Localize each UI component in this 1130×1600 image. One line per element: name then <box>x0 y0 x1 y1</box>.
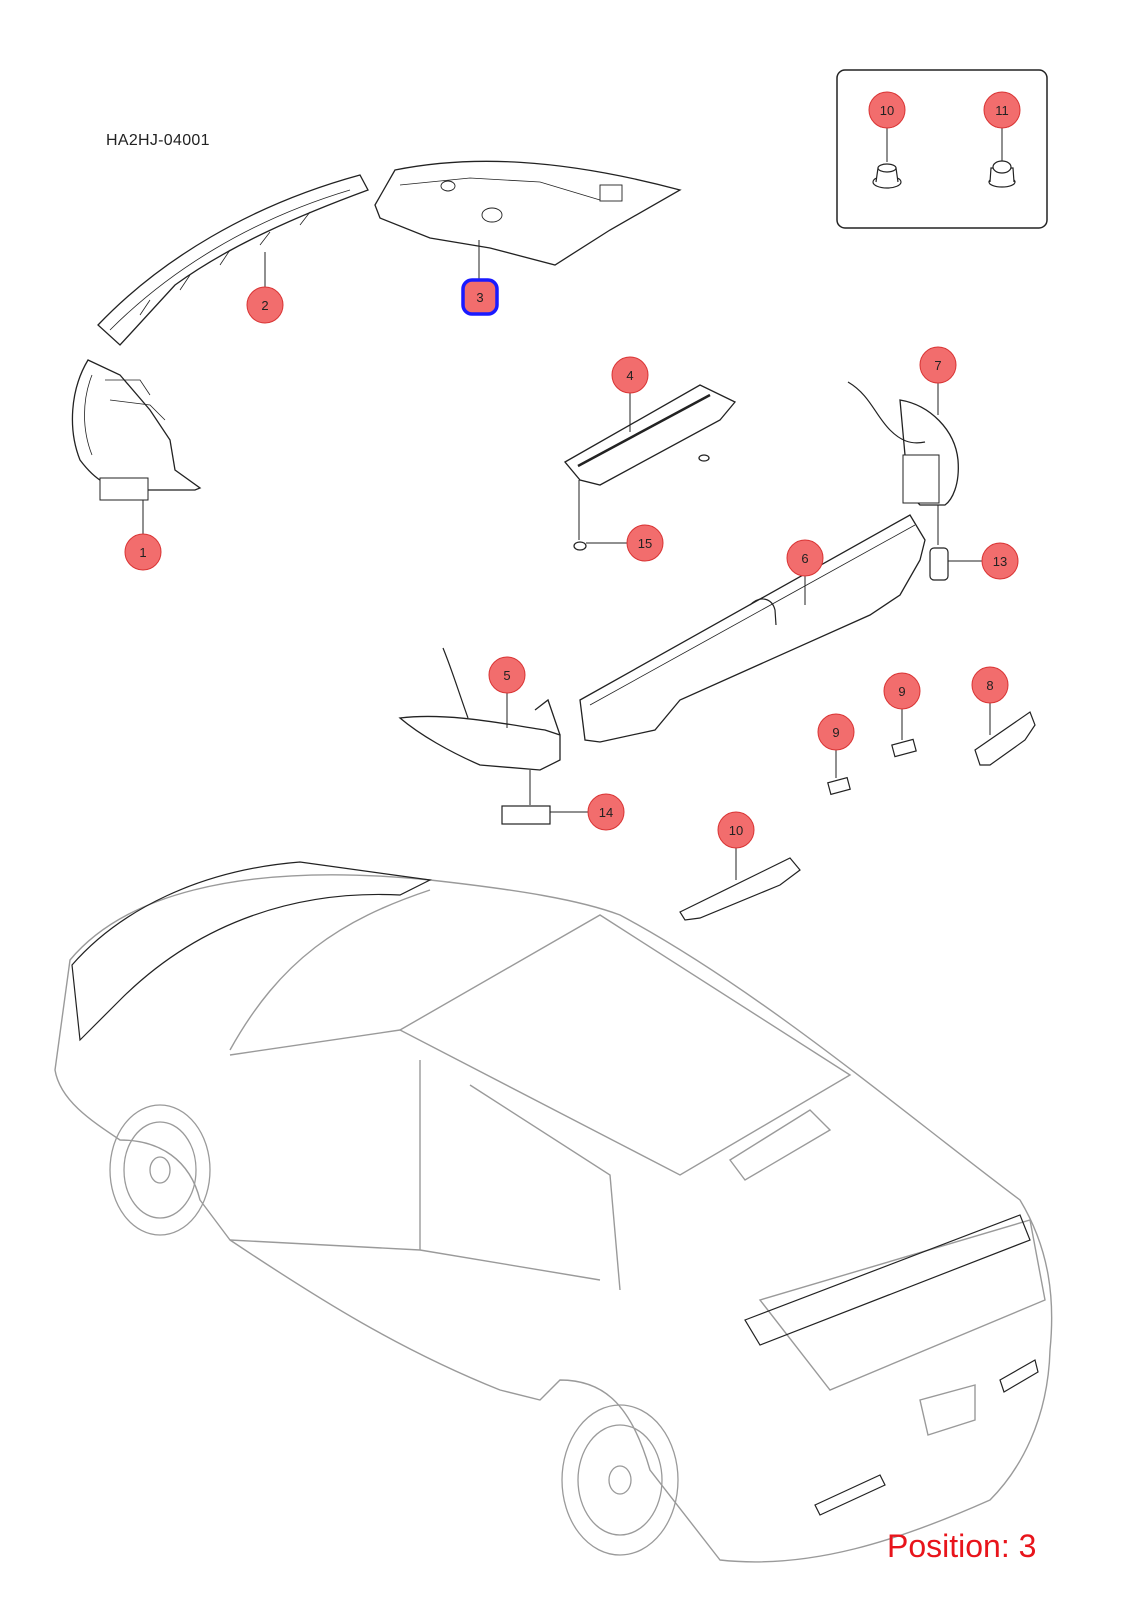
callout-label: 9 <box>832 725 839 740</box>
vehicle-outline <box>54 874 1053 1563</box>
callout-label: 1 <box>139 545 146 560</box>
callout-label: 4 <box>626 368 633 383</box>
callout-1[interactable]: 1 <box>124 533 162 571</box>
callout-14[interactable]: 14 <box>587 793 625 831</box>
push-pin-fastener <box>872 163 902 189</box>
callout-3-selected[interactable]: 3 <box>461 278 499 316</box>
bracket-part-14 <box>501 805 551 825</box>
callout-10[interactable]: 10 <box>717 811 755 849</box>
upper-carrier-part <box>97 174 369 346</box>
callout-label: 8 <box>986 678 993 693</box>
trunk-lamp-bar-part <box>579 514 926 743</box>
vehicle-installed-parts <box>71 861 1039 1516</box>
callout-6[interactable]: 6 <box>786 539 824 577</box>
center-panel-part <box>374 160 682 266</box>
wheel-front <box>109 1104 211 1236</box>
callout-12[interactable]: 11 <box>983 91 1021 129</box>
callout-label: 10 <box>880 103 894 118</box>
callout-9-upper[interactable]: 9 <box>883 672 921 710</box>
callout-11[interactable]: 10 <box>868 91 906 129</box>
right-tail-lamp-part <box>847 381 959 506</box>
callout-label: 7 <box>934 358 941 373</box>
callout-label: 10 <box>729 823 743 838</box>
callout-label: 6 <box>801 551 808 566</box>
callout-7[interactable]: 7 <box>919 346 957 384</box>
callout-13[interactable]: 13 <box>981 542 1019 580</box>
callout-5[interactable]: 5 <box>488 656 526 694</box>
callout-label: 9 <box>898 684 905 699</box>
wheel-rear <box>561 1404 679 1556</box>
callout-label: 5 <box>503 668 510 683</box>
callout-label: 3 <box>476 290 483 305</box>
license-lamp-part-a <box>827 776 851 796</box>
callout-8[interactable]: 8 <box>971 666 1009 704</box>
callout-label: 14 <box>599 805 613 820</box>
left-tail-lamp-part <box>398 647 561 771</box>
fasteners-inset-box <box>836 69 1048 229</box>
callout-label: 15 <box>638 536 652 551</box>
callout-9-lower[interactable]: 9 <box>817 713 855 751</box>
position-label: Position: 3 <box>887 1528 1037 1564</box>
callout-label: 13 <box>993 554 1007 569</box>
bracket-part-10 <box>679 857 801 921</box>
callout-4[interactable]: 4 <box>611 356 649 394</box>
callout-label: 2 <box>261 298 268 313</box>
nut-fastener <box>988 160 1016 188</box>
high-mount-lamp-part <box>564 384 737 486</box>
diagram-code: HA2HJ-04001 <box>106 132 210 149</box>
bracket-part-8 <box>974 711 1036 766</box>
grommet-part <box>573 541 587 551</box>
callout-2[interactable]: 2 <box>246 286 284 324</box>
callout-label: 11 <box>995 103 1009 118</box>
license-lamp-part-b <box>891 738 917 758</box>
callout-15[interactable]: 15 <box>626 524 664 562</box>
bracket-part-13 <box>929 547 949 581</box>
headlamp-part <box>71 359 202 501</box>
